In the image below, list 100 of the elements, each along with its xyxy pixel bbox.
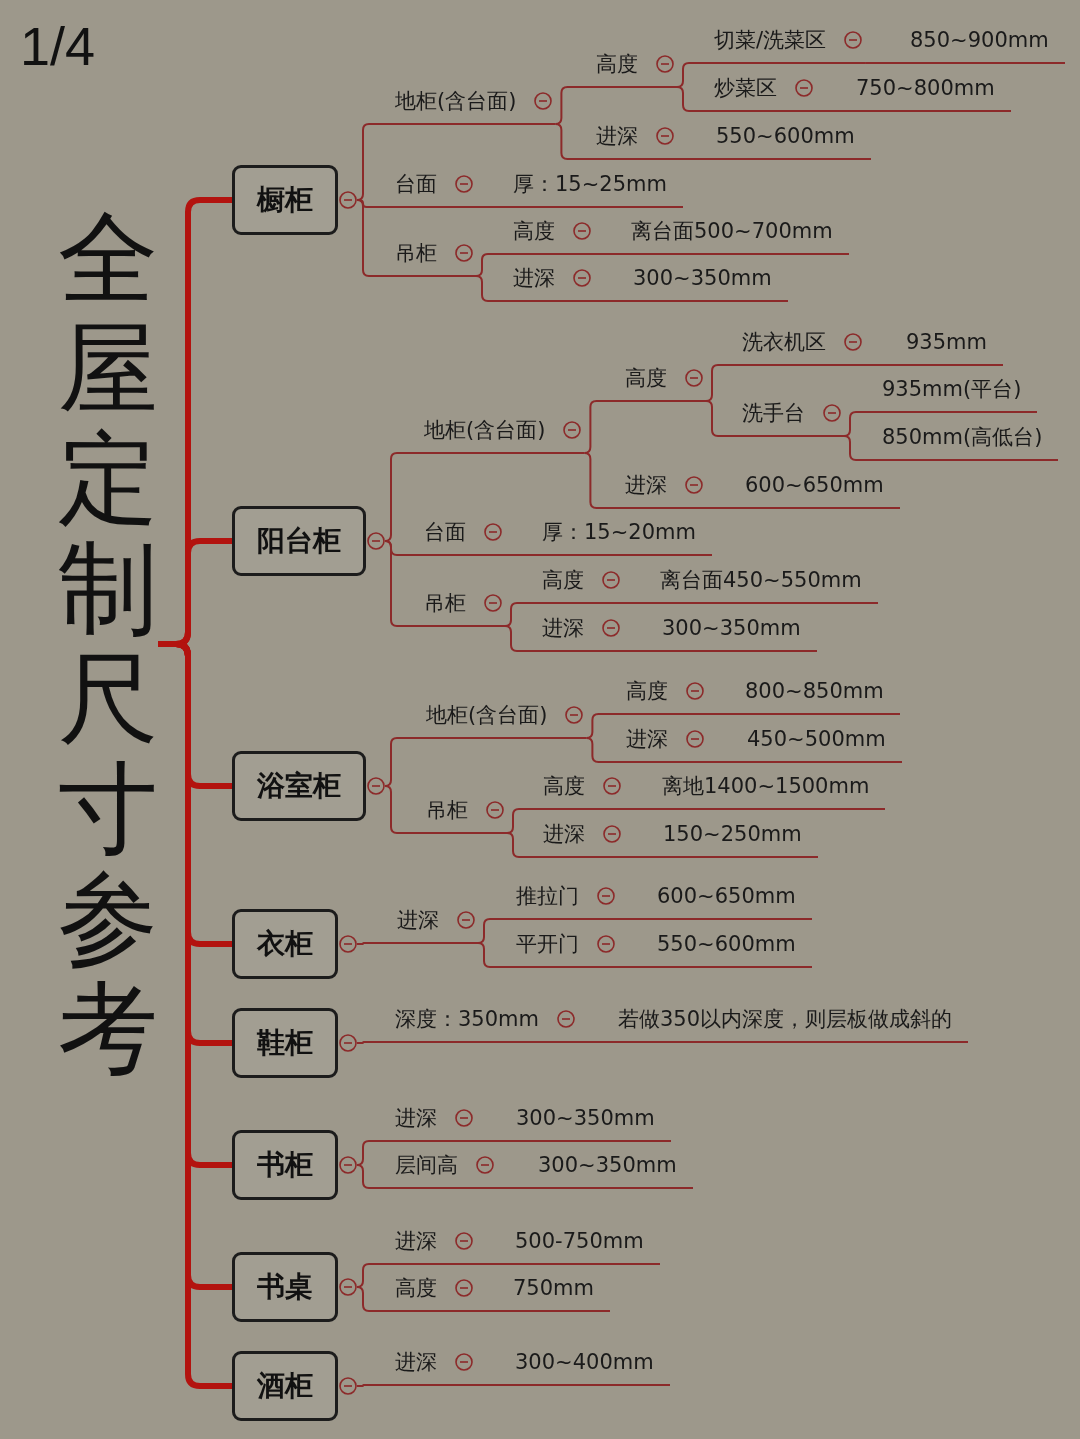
topic-item [389,1104,476,1142]
topic-item [537,820,624,858]
topic-label: 进深 [395,1349,437,1376]
value-label: 935mm [900,328,1003,366]
value-label: 750~800mm [850,74,1011,112]
topic-label: 推拉门 [516,883,579,910]
connector-line [706,713,740,715]
connector-line [475,1140,511,1142]
topic-label: 深度：350mm [395,1006,539,1033]
connector-line [554,123,591,160]
topic-item [537,772,624,810]
connector-line [623,808,657,810]
connector-line [475,1310,508,1312]
topic-label: 进深 [397,907,439,934]
topic-item [536,614,623,652]
topic-label: 高度 [542,567,584,594]
topic-label: 进深 [626,726,668,753]
category-box: 鞋柜 [232,1008,338,1078]
topic-item [389,1151,497,1189]
category-box: 浴室柜 [232,751,366,821]
topic-label: 洗衣机区 [742,329,826,356]
connector-line [593,253,626,255]
topic-item [507,264,594,302]
value-label: 300~350mm [532,1151,693,1189]
value-label: 300~350mm [510,1104,671,1142]
connector-line [356,199,390,277]
topic-label: 吊柜 [395,240,437,267]
connector-line [864,62,905,64]
connector-line [815,110,851,112]
page-number: 1/4 [20,16,96,76]
value-label: 300~400mm [509,1348,670,1386]
category-box: 衣柜 [232,909,338,979]
connector-line [477,942,511,968]
topic-item [708,74,816,112]
connector-line [843,435,877,461]
topic-label: 高度 [543,773,585,800]
topic-label: 炒菜区 [714,75,777,102]
topic-label: 地柜(含台面) [424,417,546,444]
connector-line [504,554,537,556]
value-label: 500-750mm [509,1227,660,1265]
topic-label: 洗手台 [742,400,805,427]
value-label: 300~350mm [627,264,788,302]
topic-label: 进深 [625,472,667,499]
topic-item [389,1005,578,1043]
connector-line [356,1286,390,1312]
connector-line [475,1263,510,1265]
connector-line [864,364,901,366]
connector-line [705,507,740,509]
connector-line [356,1041,390,1044]
topic-item [708,26,866,64]
connector-line [705,400,737,437]
topic-item [536,566,623,604]
value-label: 935mm(平台) [876,375,1038,413]
topic-label: 地柜(含台面) [426,702,548,729]
topic-item [391,906,478,944]
value-label: 300~350mm [656,614,817,652]
topic-item [418,416,585,454]
connector-line [475,275,508,302]
value-label: 600~650mm [651,882,812,920]
value-label: 离台面500~700mm [625,217,849,255]
connector-line [617,918,652,920]
value-label: 离台面450~550mm [654,566,878,604]
topic-label: 台面 [395,171,437,198]
topic-label: 层间高 [395,1152,458,1179]
topic-item [619,471,706,509]
connector-line [676,158,711,160]
topic-label: 进深 [395,1105,437,1132]
connector-line [356,942,392,945]
topic-label: 吊柜 [424,590,466,617]
topic-label: 地柜(含台面) [395,88,517,115]
topic-item [389,1348,476,1386]
topic-label: 高度 [596,51,638,78]
value-label: 550~600mm [710,122,871,160]
connector-line [496,1187,533,1189]
value-label: 800~850mm [739,677,900,715]
value-label: 离地1400~1500mm [656,772,886,810]
connector-line [475,206,508,208]
value-label: 若做350以内深度，则层板做成斜的 [612,1005,969,1043]
category-box: 书柜 [232,1130,338,1200]
topic-item [619,364,706,402]
value-label: 550~600mm [651,930,812,968]
topic-label: 高度 [626,678,668,705]
topic-label: 切菜/洗菜区 [714,27,827,54]
category-box: 阳台柜 [232,506,366,576]
topic-label: 进深 [543,821,585,848]
connector-line [593,300,628,302]
connector-line [356,1384,390,1387]
topic-item [389,1227,476,1265]
topic-label: 进深 [395,1228,437,1255]
connector-line [706,761,742,763]
connector-line [622,650,657,652]
connector-line [504,625,537,652]
topic-item [736,328,865,366]
category-box: 酒柜 [232,1351,338,1421]
connector-line [622,602,655,604]
connector-line [384,540,419,627]
value-label: 850~900mm [904,26,1065,64]
category-box: 橱柜 [232,165,338,235]
topic-item [510,882,618,920]
topic-label: 平开门 [516,931,579,958]
